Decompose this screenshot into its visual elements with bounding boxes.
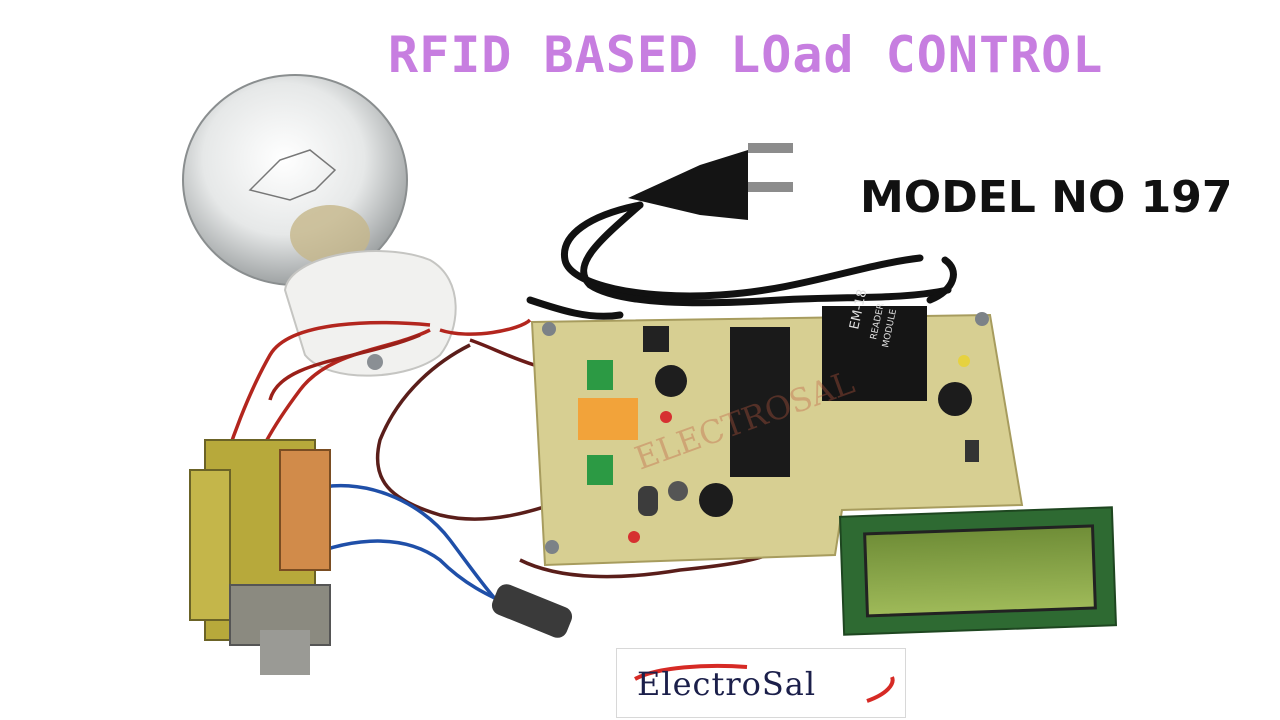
brand-logo: ElectroSal bbox=[616, 648, 906, 718]
power-cord bbox=[526, 201, 957, 320]
model-number: MODEL NO 197 bbox=[860, 172, 1233, 223]
brand-name: ElectroSal bbox=[637, 665, 817, 703]
swoosh-icon bbox=[634, 663, 895, 703]
page-title: RFID BASED LOad CONTROL bbox=[388, 26, 1104, 84]
inline-switch bbox=[491, 584, 573, 638]
plug bbox=[628, 143, 793, 220]
light-bulb bbox=[182, 74, 457, 377]
lcd-module bbox=[838, 506, 1118, 636]
pcb-board: EM-18 READER MODULE ELECTROSAL bbox=[530, 288, 1024, 567]
transformer bbox=[189, 439, 331, 675]
